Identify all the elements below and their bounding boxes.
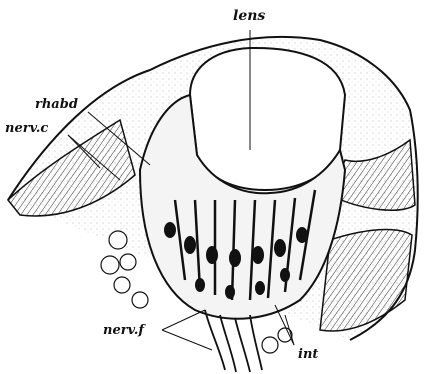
label-nerv-c: nerv.c [5,121,48,136]
label-rhabd: rhabd [35,97,78,112]
lens-body [190,48,345,190]
label-int: int [298,347,318,362]
label-nerv-f: nerv.f [103,323,146,338]
label-lens: lens [233,8,265,24]
right-lower-cells [320,230,412,331]
